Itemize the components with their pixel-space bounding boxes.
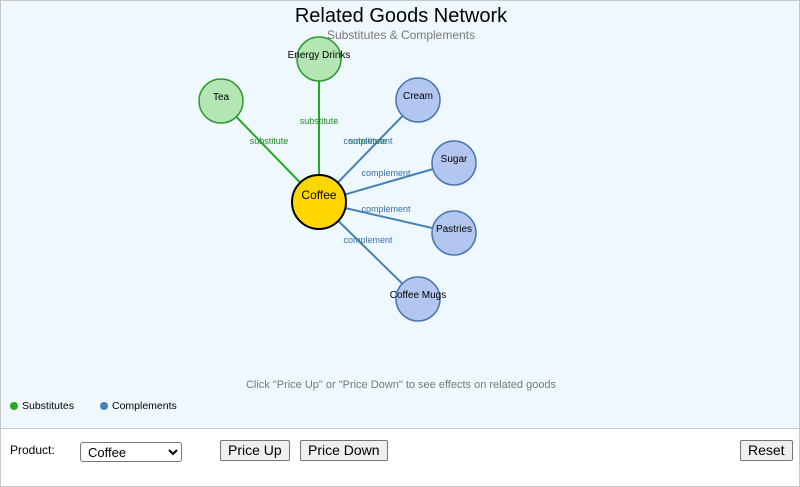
node-coffee-mugs[interactable] <box>395 276 441 322</box>
edge-overlap-label: substitute <box>349 136 388 146</box>
node-label: Tea <box>213 92 230 103</box>
legend-substitutes: Substitutes <box>10 400 74 412</box>
node-label: Coffee Mugs <box>390 290 447 301</box>
node-pastries[interactable] <box>431 210 477 256</box>
legend-substitutes-label: Substitutes <box>22 400 74 412</box>
node-label: Pastries <box>436 224 472 235</box>
network-diagram: substitutesubstitutesubstitutecomplement… <box>198 36 477 322</box>
edge-label: complement <box>343 136 393 146</box>
diagram-title: Related Goods Network <box>294 5 508 27</box>
complement-dot-icon <box>100 402 108 410</box>
price-up-button[interactable]: Price Up <box>220 440 290 461</box>
node-cream[interactable] <box>395 77 441 123</box>
product-label: Product: <box>10 443 55 457</box>
edge-label: complement <box>361 168 411 178</box>
node-sugar[interactable] <box>431 140 477 186</box>
substitute-dot-icon <box>10 402 18 410</box>
center-node-label: Coffee <box>301 188 336 202</box>
node-coffee-center[interactable] <box>291 174 347 230</box>
node-tea[interactable] <box>198 78 244 124</box>
price-down-button[interactable]: Price Down <box>300 440 388 461</box>
edge-label: substitute <box>300 116 339 126</box>
diagram-subtitle: Substitutes & Complements <box>326 28 476 42</box>
node-label: Energy Drinks <box>288 50 351 61</box>
node-label: Cream <box>403 91 433 102</box>
product-select[interactable]: Coffee <box>80 442 182 462</box>
node-energy-drinks[interactable] <box>296 36 342 82</box>
edge-label: substitute <box>250 136 289 146</box>
edge-label: complement <box>361 204 411 214</box>
reset-button[interactable]: Reset <box>740 440 793 461</box>
edge-label: complement <box>343 235 393 245</box>
legend-complements: Complements <box>100 400 177 412</box>
control-bar: Product: Coffee Price Up Price Down Rese… <box>1 430 799 486</box>
node-label: Sugar <box>441 154 468 165</box>
legend-complements-label: Complements <box>112 400 177 412</box>
instruction-hint: Click "Price Up" or "Price Down" to see … <box>245 379 557 391</box>
